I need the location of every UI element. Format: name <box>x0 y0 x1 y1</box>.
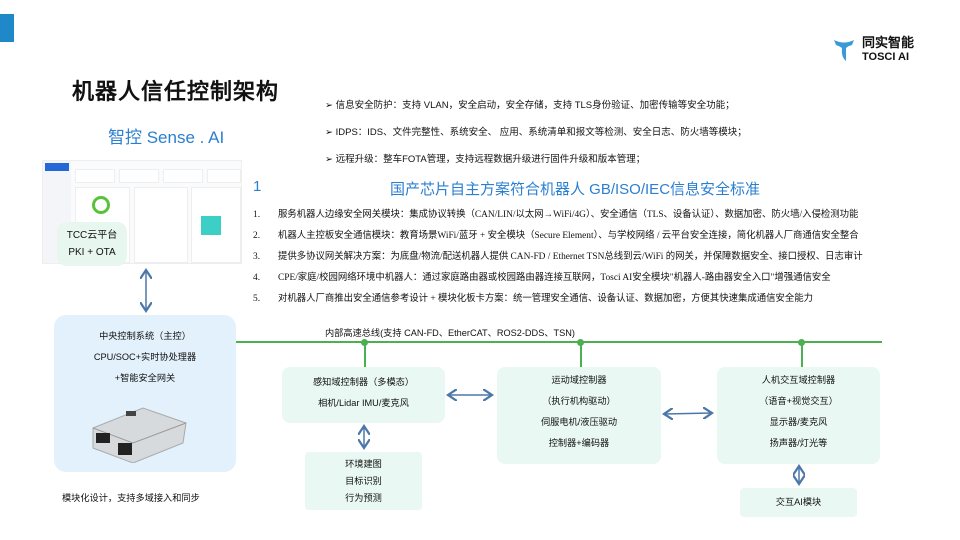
logo-en: TOSCI AI <box>862 51 910 63</box>
list-num: 2. <box>253 231 261 241</box>
controller-device-image <box>92 407 187 463</box>
bar-card <box>191 187 241 263</box>
bus-node <box>361 339 368 346</box>
stat-card <box>75 169 115 183</box>
hmi-sub: 交互AI模块 <box>775 497 822 507</box>
page-subtitle: 智控 Sense . AI <box>108 128 225 147</box>
hmi-line: 扬声器/灯光等 <box>769 438 828 448</box>
hmi-line: 显示器/麦克风 <box>769 417 828 427</box>
perception-sub: 环境建图 <box>345 459 382 469</box>
central-line2: CPU/SOC+实时协处理器 <box>93 352 197 362</box>
central-line1: 中央控制系统（主控） <box>99 331 191 341</box>
list-text: 提供多协议网关解决方案：为底盘/物流/配送机器人提供 CAN-FD / Ethe… <box>278 252 863 262</box>
perception-title: 感知域控制器（多模态） <box>312 377 415 387</box>
central-caption: 模块化设计，支持多域接入和同步 <box>62 493 200 503</box>
list-num: 5. <box>253 294 261 304</box>
bus-line <box>236 341 882 343</box>
map-card <box>134 187 188 263</box>
bus-drop <box>364 343 366 367</box>
list-text: 对机器人厂商推出安全通信参考设计 + 模块化板卡方案：统一管理安全通信、设备认证… <box>278 294 813 304</box>
tosci-logo-icon <box>834 40 854 61</box>
hmi-controller-box: 人机交互域控制器 （语音+视觉交互） 显示器/麦克风 扬声器/灯光等 <box>717 367 880 464</box>
section-marker: 1 <box>253 178 262 195</box>
feature-list: 信息安全防护：支持 VLAN，安全启动，安全存储，支持 TLS身份验证、加密传输… <box>325 92 747 173</box>
list-item: 5. 对机器人厂商推出安全通信参考设计 + 模块化板卡方案：统一管理安全通信、设备… <box>253 289 863 310</box>
bus-label: 内部高速总线(支持 CAN-FD、EtherCAT、ROS2-DDS、TSN) <box>325 328 575 338</box>
motion-line: 控制器+编码器 <box>548 438 610 448</box>
cloud-line1: TCC云平台 <box>66 230 118 241</box>
list-text: CPE/家庭/校园网络环境中机器人：通过家庭路由器或校园路由器连接互联网，Tos… <box>278 273 831 283</box>
list-item: 1. 服务机器人边缘安全网关模块：集成协议转换（CAN/LIN/以太网→WiFi/… <box>253 205 863 226</box>
bus-node <box>798 339 805 346</box>
list-item: 3. 提供多协议网关解决方案：为底盘/物流/配送机器人提供 CAN-FD / Et… <box>253 247 863 268</box>
stat-card <box>163 169 203 183</box>
list-num: 3. <box>253 252 261 262</box>
motion-line: 运动域控制器 <box>551 375 607 385</box>
dashboard-logo <box>45 163 69 171</box>
motion-hmi-arrow <box>664 413 712 414</box>
hmi-sub-box: 交互AI模块 <box>740 488 857 517</box>
stat-card <box>207 169 241 183</box>
feature-item: 远程升级：整车FOTA管理，支持远程数据升级进行固件升级和版本管理； <box>325 146 747 173</box>
perception-sub: 行为预测 <box>345 493 382 503</box>
perception-sub: 目标识别 <box>345 476 382 486</box>
logo-cn: 同实智能 <box>862 35 915 50</box>
bus-drop <box>580 343 582 367</box>
hmi-line: （语音+视觉交互） <box>759 396 838 406</box>
list-text: 机器人主控板安全通信模块：教育场景WiFi/蓝牙 + 安全模块（Secure E… <box>278 231 859 241</box>
standard-list: 1. 服务机器人边缘安全网关模块：集成协议转换（CAN/LIN/以太网→WiFi/… <box>253 205 863 310</box>
feature-item: IDPS：IDS、文件完整性、系统安全、 应用、系统清单和报文等检测、安全日志、… <box>325 119 747 146</box>
list-text: 服务机器人边缘安全网关模块：集成协议转换（CAN/LIN/以太网→WiFi/4G… <box>278 210 859 220</box>
feature-item: 信息安全防护：支持 VLAN，安全启动，安全存储，支持 TLS身份验证、加密传输… <box>325 92 747 119</box>
central-line3: +智能安全网关 <box>114 373 176 383</box>
cloud-line2: PKI + OTA <box>68 247 116 258</box>
standard-heading: 国产芯片自主方案符合机器人 GB/ISO/IEC信息安全标准 <box>390 181 761 198</box>
motion-line: （执行机构驱动） <box>542 396 616 406</box>
central-control-box: 中央控制系统（主控） CPU/SOC+实时协处理器 +智能安全网关 <box>54 315 236 472</box>
list-item: 4. CPE/家庭/校园网络环境中机器人：通过家庭路由器或校园路由器连接互联网，T… <box>253 268 863 289</box>
page-title: 机器人信任控制架构 <box>72 79 280 104</box>
hmi-line: 人机交互域控制器 <box>761 375 836 385</box>
logo: 同实智能 TOSCI AI <box>832 36 914 64</box>
ring-chart <box>92 196 110 214</box>
list-num: 4. <box>253 273 261 283</box>
motion-controller-box: 运动域控制器 （执行机构驱动） 伺服电机/液压驱动 控制器+编码器 <box>497 367 661 464</box>
motion-line: 伺服电机/液压驱动 <box>540 417 618 427</box>
perception-controller-box: 感知域控制器（多模态） 相机/Lidar IMU/麦克风 <box>282 367 445 423</box>
dashboard-screenshot <box>42 160 242 264</box>
list-num: 1. <box>253 210 261 220</box>
accent-bar <box>0 14 14 42</box>
stat-card <box>119 169 159 183</box>
list-item: 2. 机器人主控板安全通信模块：教育场景WiFi/蓝牙 + 安全模块（Secure… <box>253 226 863 247</box>
bar <box>201 216 221 235</box>
perception-line2: 相机/Lidar IMU/麦克风 <box>318 398 409 408</box>
bus-drop <box>801 343 803 367</box>
bus-node <box>577 339 584 346</box>
cloud-platform-box: TCC云平台 PKI + OTA <box>57 222 127 266</box>
perception-sub-box: 环境建图 目标识别 行为预测 <box>305 452 422 510</box>
